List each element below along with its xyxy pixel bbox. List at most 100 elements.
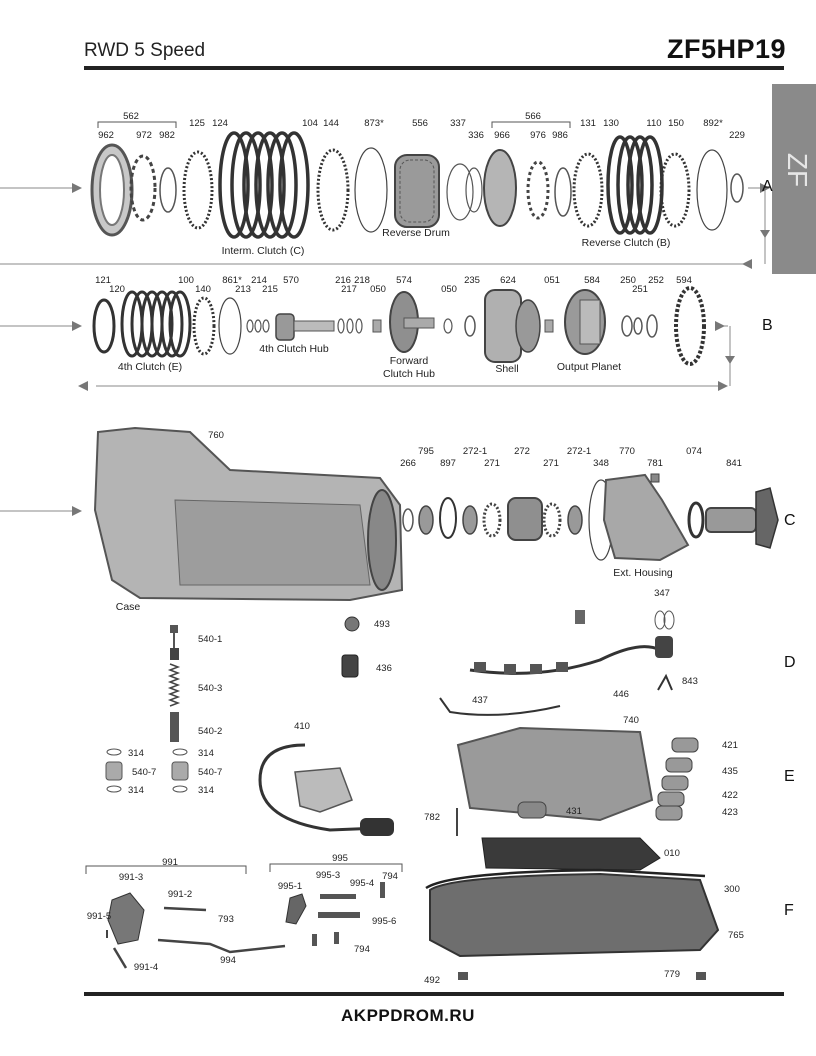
part-drawing	[526, 160, 550, 220]
part-drawing	[439, 497, 457, 539]
part-number-label: 229	[729, 130, 745, 141]
part-drawing	[687, 501, 705, 539]
part-number-label: 991	[162, 857, 178, 868]
part-number-label: 966	[494, 130, 510, 141]
part-caption: Case	[116, 601, 141, 613]
part-number-label: 336	[468, 130, 484, 141]
part-drawing	[621, 315, 633, 337]
part-drawing	[646, 314, 658, 338]
wiring-harness	[469, 610, 673, 675]
part-number-label: 793	[218, 914, 234, 925]
part-number-label: 213	[235, 284, 251, 295]
interm-clutch-pack	[218, 131, 310, 239]
part-drawing	[659, 152, 691, 228]
part-number-label: 795	[418, 446, 434, 457]
part-drawing	[418, 505, 434, 535]
section-letter-b: B	[762, 317, 773, 334]
part-drawing	[554, 167, 572, 217]
part-number-label: 493	[374, 619, 390, 630]
part-drawing	[337, 318, 345, 334]
part-drawing	[674, 286, 706, 366]
part-drawing	[341, 654, 359, 678]
part-drawing	[354, 147, 388, 233]
part-number-label: 873*	[364, 118, 384, 129]
part-number-label: 410	[294, 721, 310, 732]
part-number-label: 300	[724, 884, 740, 895]
valve-stack-540	[167, 625, 181, 742]
part-number-label: 765	[728, 930, 744, 941]
part-number-label: 991-3	[119, 872, 143, 883]
part-number-label: 779	[664, 969, 680, 980]
group-brackets	[85, 121, 571, 874]
group-number-label: 566	[525, 111, 541, 122]
part-number-label: 995-4	[350, 878, 374, 889]
part-number-label: 770	[619, 446, 635, 457]
parts-drawings	[0, 121, 779, 980]
section-letter-e: E	[784, 768, 795, 785]
part-number-label: 556	[412, 118, 428, 129]
part-drawing	[246, 319, 254, 333]
part-caption: 4th Clutch (E)	[118, 361, 182, 373]
reverse-drum	[394, 154, 440, 228]
side-tab: ZF	[772, 84, 816, 274]
part-drawing	[443, 318, 453, 334]
part-number-label: 121	[95, 275, 111, 286]
part-drawing	[92, 298, 116, 354]
part-drawing	[567, 505, 583, 535]
part-drawing	[446, 163, 474, 221]
part-number-label: 446	[613, 689, 629, 700]
part-number-label: 794	[354, 944, 370, 955]
part-drawing	[633, 317, 643, 335]
part-number-label: 861*	[222, 275, 242, 286]
part-number-label: 347	[654, 588, 670, 599]
part-number-label: 266	[400, 458, 416, 469]
part-number-label: 995	[332, 853, 348, 864]
4th-clutch-hub	[275, 313, 335, 341]
part-number-label: 314	[128, 748, 144, 759]
part-drawing	[572, 152, 604, 228]
part-number-label: 314	[198, 748, 214, 759]
part-drawing	[106, 748, 122, 756]
guide-lines	[0, 187, 766, 512]
part-drawing	[171, 761, 189, 781]
valve-body	[456, 726, 654, 822]
part-number-label: 314	[198, 785, 214, 796]
part-number-label: 125	[189, 118, 205, 129]
part-drawing	[507, 497, 543, 541]
part-drawing	[344, 616, 360, 632]
part-number-label: 781	[647, 458, 663, 469]
part-number-label: 540-7	[198, 767, 222, 778]
part-drawing	[482, 502, 502, 538]
part-caption: Shell	[495, 363, 518, 375]
part-drawing	[99, 154, 125, 226]
output-planet	[564, 289, 606, 355]
part-number-label: 492	[424, 975, 440, 986]
part-number-label: 215	[262, 284, 278, 295]
part-drawing	[483, 149, 517, 227]
part-number-label: 051	[544, 275, 560, 286]
part-number-label: 423	[722, 807, 738, 818]
part-number-label: 271	[543, 458, 559, 469]
footer-site: AKPPDROM.RU	[341, 1006, 475, 1025]
part-number-label: 540-2	[198, 726, 222, 737]
top-rule	[84, 66, 784, 70]
part-number-label: 271	[484, 458, 500, 469]
part-number-label: 214	[251, 275, 267, 286]
part-number-label: 421	[722, 740, 738, 751]
forward-clutch-hub	[389, 291, 435, 353]
part-drawing	[172, 748, 188, 756]
part-caption: Output Planet	[557, 361, 621, 373]
header-model: ZF5HP19	[666, 34, 786, 64]
part-drawing	[262, 319, 270, 333]
arrow-heads	[72, 183, 770, 516]
header-subtitle: RWD 5 Speed	[84, 40, 206, 61]
part-number-label: 897	[440, 458, 456, 469]
part-number-label: 995-1	[278, 881, 302, 892]
part-drawing	[218, 297, 242, 355]
part-number-label: 594	[676, 275, 692, 286]
part-number-label: 124	[212, 118, 228, 129]
park-linkage-991	[106, 892, 286, 969]
part-caption: Reverse Drum	[382, 227, 450, 239]
